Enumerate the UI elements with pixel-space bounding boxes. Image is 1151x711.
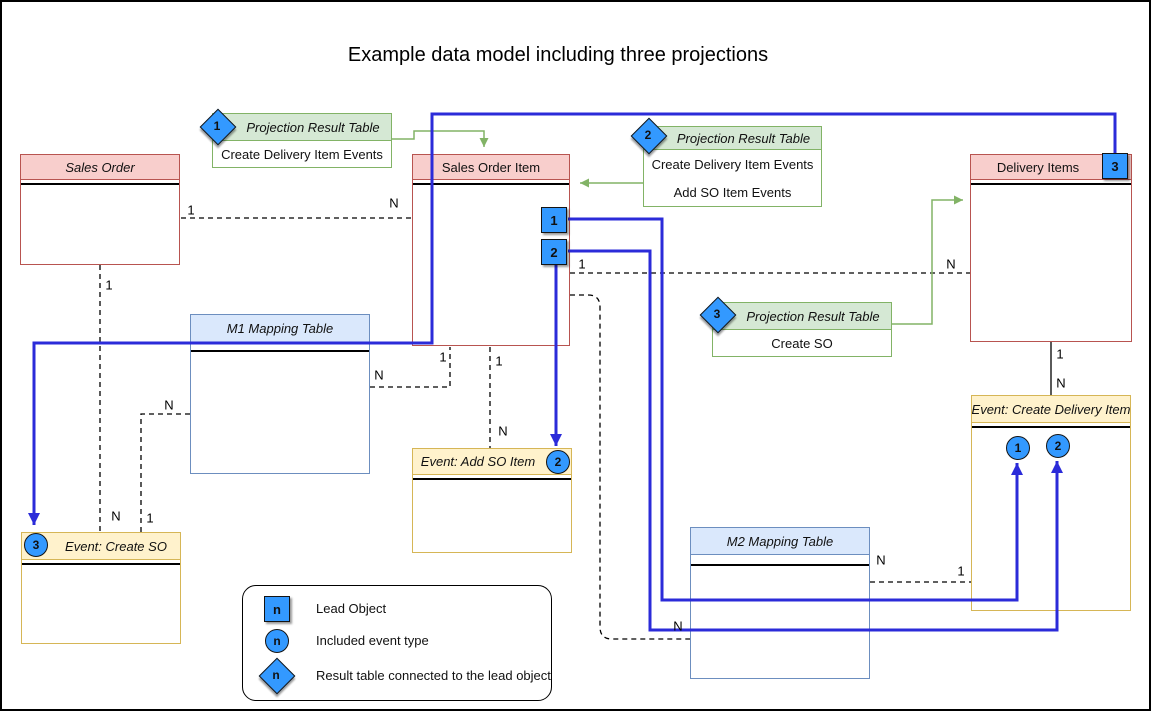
header-rule [21, 183, 179, 185]
result-table-badge-1-number: 1 [213, 119, 221, 133]
cardinality-label: N [111, 508, 121, 524]
diagram-title: Example data model including three proje… [347, 44, 769, 66]
table-m1-mapping-title: M1 Mapping Table [191, 315, 369, 343]
projection-1-header: Projection Result Table [213, 114, 391, 141]
cardinality-label: 1 [105, 277, 113, 293]
projection-1-row: Create Delivery Item Events [221, 147, 383, 162]
lead-object-badge-1: 1 [541, 207, 567, 233]
connector-projection1-to-sales-order-item [392, 130, 489, 147]
cardinality-label: 1 [957, 563, 965, 579]
projection-result-table-3: Projection Result Table Create SO [712, 302, 892, 357]
table-m2-mapping-title: M2 Mapping Table [691, 528, 869, 555]
event-type-badge-cdi-2: 2 [1046, 434, 1070, 458]
cardinality-label: N [1056, 375, 1066, 391]
cardinality-label: 1 [439, 349, 447, 365]
projection-result-table-1: Projection Result Table Create Delivery … [212, 113, 392, 168]
table-event-create-delivery-item: Event: Create Delivery Item [971, 395, 1131, 611]
projection-3-header: Projection Result Table [713, 303, 891, 330]
result-table-badge-2-number: 2 [644, 128, 652, 142]
legend: n Lead Object n Included event type n Re… [242, 585, 552, 701]
legend-diamond-label: Result table connected to the lead objec… [316, 668, 551, 683]
legend-square-symbol: n [264, 596, 290, 622]
legend-circle-label: Included event type [316, 633, 429, 648]
event-type-badge-add-so-item: 2 [546, 450, 570, 474]
cardinality-label: N [164, 397, 174, 413]
lead-object-badge-3: 3 [1102, 153, 1128, 179]
table-event-create-so-title: Event: Create SO [22, 533, 180, 560]
projection-3-row: Create SO [771, 336, 833, 351]
cardinality-label: N [946, 256, 956, 272]
result-table-badge-2: 2 [630, 117, 668, 155]
projection-2-row: Add SO Item Events [673, 184, 792, 200]
projection-2-header: Projection Result Table [644, 127, 821, 150]
header-rule [691, 564, 869, 566]
projection-2-row: Create Delivery Item Events [651, 156, 814, 172]
table-m2-mapping: M2 Mapping Table [690, 527, 870, 679]
relation-sales-order-item-to-m2 [570, 294, 690, 640]
cardinality-label: N [498, 423, 508, 439]
result-table-badge-3-number: 3 [713, 307, 721, 321]
header-rule [191, 350, 369, 352]
table-event-create-delivery-item-title: Event: Create Delivery Item [972, 396, 1130, 423]
legend-square-label: Lead Object [316, 601, 387, 616]
table-m1-mapping: M1 Mapping Table [190, 314, 370, 474]
table-sales-order-item-title: Sales Order Item [413, 155, 569, 180]
cardinality-label: N [673, 618, 683, 634]
cardinality-label: 1 [1056, 346, 1064, 362]
cardinality-label: N [876, 552, 886, 568]
header-rule [413, 478, 571, 480]
header-rule [413, 183, 569, 185]
table-event-create-so: Event: Create SO [21, 532, 181, 644]
cardinality-label: 1 [187, 202, 195, 218]
projection-result-table-2: Projection Result Table Create Delivery … [643, 126, 822, 207]
legend-diamond-symbol: n [258, 657, 296, 695]
cardinality-label: N [389, 195, 399, 211]
lead-object-badge-2: 2 [541, 239, 567, 265]
table-sales-order: Sales Order [20, 154, 180, 265]
cardinality-label: N [374, 367, 384, 383]
cardinality-label: 1 [495, 353, 503, 369]
legend-circle-symbol: n [265, 629, 289, 653]
legend-diamond-symbol-number: n [272, 668, 280, 682]
header-rule [22, 563, 180, 565]
cardinality-label: 1 [146, 510, 154, 526]
table-sales-order-title: Sales Order [21, 155, 179, 180]
cardinality-label: 1 [578, 256, 586, 272]
event-type-badge-create-so: 3 [24, 533, 48, 557]
header-rule [972, 426, 1130, 428]
header-rule [971, 183, 1131, 185]
event-type-badge-cdi-1: 1 [1006, 436, 1030, 460]
result-table-badge-1: 1 [199, 108, 237, 146]
table-delivery-items: Delivery Items [970, 154, 1132, 342]
result-table-badge-3: 3 [699, 296, 737, 334]
